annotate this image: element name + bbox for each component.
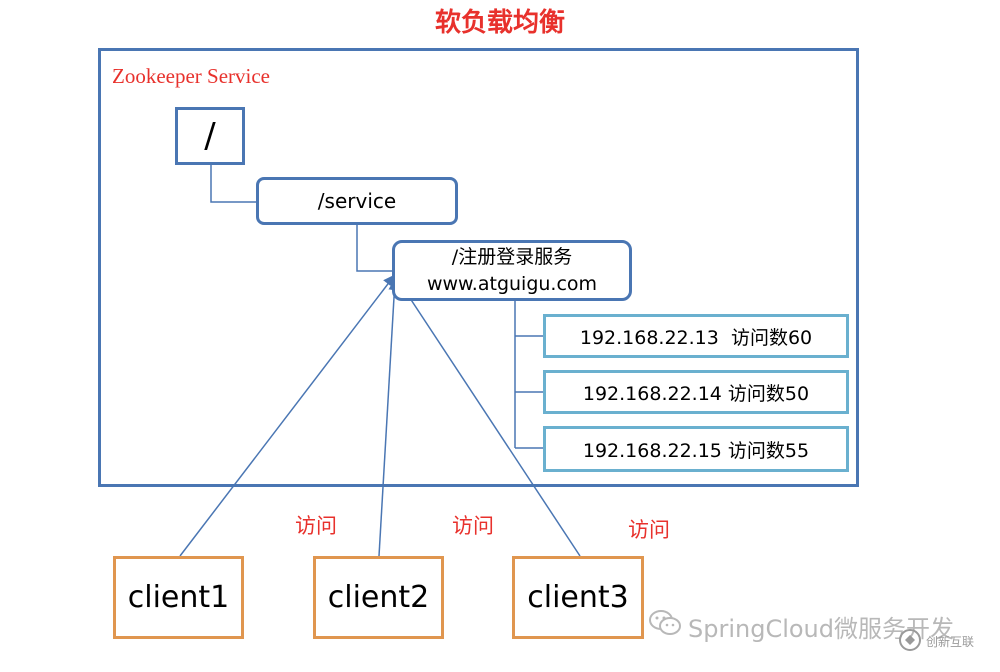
visit-label-1: 访问: [295, 514, 337, 538]
arrow-client1: [179, 274, 396, 557]
client-box-3: client3: [512, 556, 644, 639]
client-box-1-label: client1: [127, 580, 230, 615]
visit-label-3: 访问: [628, 518, 670, 542]
client-box-1: client1: [113, 556, 244, 639]
watermark-badge: 创新互联: [898, 628, 974, 655]
client-box-2-label: client2: [327, 580, 430, 615]
root-node: /: [175, 107, 245, 165]
registry-node-url: www.atguigu.com: [426, 272, 598, 295]
service-node: /service: [256, 177, 458, 225]
edge-service-registry: [356, 225, 392, 272]
zookeeper-service-label: Zookeeper Service: [112, 64, 271, 88]
service-node-label: /service: [317, 189, 397, 213]
client-box-2: client2: [313, 556, 444, 639]
server-node-3-label: 192.168.22.15 访问数55: [582, 439, 810, 462]
registry-node-name: /注册登录服务: [451, 245, 573, 268]
server-node-2-label: 192.168.22.14 访问数50: [582, 382, 810, 405]
arrow-client3: [396, 278, 581, 557]
server-node-1-label: 192.168.22.13 访问数60: [579, 326, 813, 349]
diagram-title: 软负载均衡: [434, 8, 565, 38]
client-box-3-label: client3: [527, 580, 629, 615]
badge-logo-icon: [898, 628, 922, 655]
zookeeper-service-box: [98, 48, 859, 487]
edge-root-service: [210, 165, 256, 203]
arrow-client2: [378, 278, 401, 557]
wechat-icon: [648, 608, 682, 644]
registry-node: /注册登录服务 www.atguigu.com: [392, 240, 632, 301]
root-node-label: /: [204, 116, 216, 156]
badge-text: 创新互联: [926, 635, 975, 649]
server-node-3: 192.168.22.15 访问数55: [543, 426, 849, 472]
server-node-2: 192.168.22.14 访问数50: [543, 370, 849, 414]
visit-label-2: 访问: [452, 514, 494, 538]
server-node-1: 192.168.22.13 访问数60: [543, 314, 849, 358]
